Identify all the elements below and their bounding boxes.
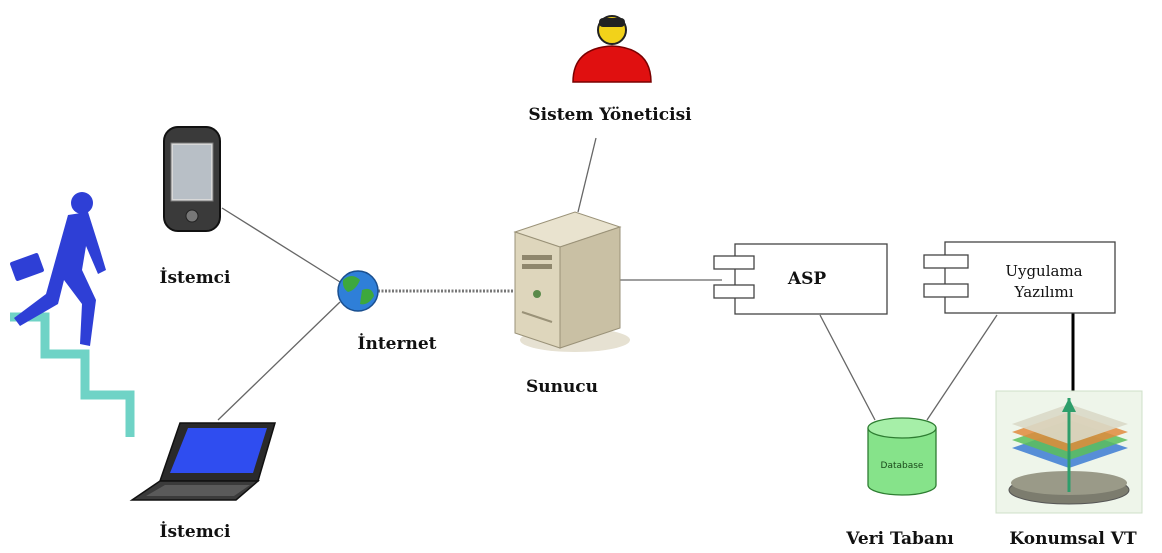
walking-person-icon (10, 192, 106, 346)
globe-icon (337, 270, 379, 312)
line-pda-internet (221, 207, 341, 283)
admin-person-icon (572, 15, 652, 83)
spatial-caption: Konumsal VT (1009, 529, 1137, 549)
admin-label: Sistem Yöneticisi (528, 105, 692, 125)
line-laptop-internet (217, 301, 341, 421)
connection-lines (217, 137, 1075, 421)
line-app-database (926, 314, 998, 421)
spatial-layers-icon (995, 390, 1143, 514)
asp-label: ASP (787, 269, 826, 289)
server-tower-icon (513, 211, 630, 352)
app-label-line2: Yazılımı (1014, 283, 1074, 301)
database-caption: Veri Tabanı (845, 529, 954, 549)
client-bottom-label: İstemci (160, 521, 232, 542)
client-top-label: İstemci (160, 267, 232, 288)
server-label: Sunucu (526, 377, 598, 397)
app-label-line1: Uygulama (1005, 262, 1082, 280)
database-cylinder-icon (867, 417, 937, 496)
internet-label: İnternet (358, 333, 437, 354)
database-inner-label: Database (881, 461, 924, 471)
line-asp-database (819, 314, 876, 421)
line-admin-server (577, 137, 597, 213)
stairs-icon (10, 312, 135, 437)
asp-component-box (713, 243, 888, 315)
laptop-icon (129, 422, 277, 501)
pda-icon (163, 126, 221, 232)
application-component-box (923, 241, 1116, 314)
